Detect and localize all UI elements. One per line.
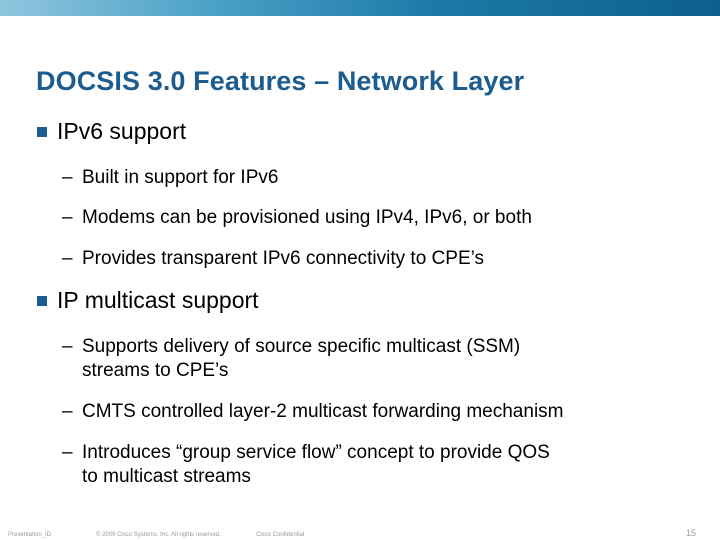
sub-bullet-text: Provides transparent IPv6 connectivity t… xyxy=(82,248,485,269)
sub-bullet-text: Modems can be provisioned using IPv4, IP… xyxy=(82,207,532,228)
bullet-text: IP multicast support xyxy=(57,287,259,313)
slide-title: DOCSIS 3.0 Features – Network Layer xyxy=(36,66,525,96)
dash-marker: – xyxy=(62,442,73,463)
dash-marker: – xyxy=(62,401,73,422)
sub-bullet: –Built in support for IPv6 xyxy=(62,166,278,190)
sub-bullet: –CMTS controlled layer-2 multicast forwa… xyxy=(62,400,564,424)
page-number: 15 xyxy=(686,528,697,538)
dash-marker: – xyxy=(62,336,73,357)
bullet-square-icon xyxy=(37,295,47,306)
bullet-text: IPv6 support xyxy=(57,118,187,144)
dash-marker: – xyxy=(62,167,73,188)
footer-copyright: © 2006 Cisco Systems, Inc. All rights re… xyxy=(96,532,221,538)
sub-bullet: –Introduces “group service flow” concept… xyxy=(62,441,550,489)
bullet-ipv6: IPv6 support xyxy=(36,118,186,145)
bullet-multicast: IP multicast support xyxy=(36,287,259,314)
sub-bullet: –Provides transparent IPv6 connectivity … xyxy=(62,247,484,271)
footer-presentation-id: Presentation_ID xyxy=(8,532,52,538)
sub-bullet-text: Built in support for IPv6 xyxy=(82,167,279,188)
top-accent-bar xyxy=(0,0,720,16)
dash-marker: – xyxy=(62,207,73,228)
bullet-square-icon xyxy=(37,126,47,137)
dash-marker: – xyxy=(62,248,73,269)
sub-bullet-continuation: to multicast streams xyxy=(82,466,251,487)
sub-bullet-text: CMTS controlled layer-2 multicast forwar… xyxy=(82,401,564,422)
sub-bullet: –Modems can be provisioned using IPv4, I… xyxy=(62,206,532,230)
sub-bullet: –Supports delivery of source specific mu… xyxy=(62,335,520,383)
sub-bullet-text: Supports delivery of source specific mul… xyxy=(82,336,521,357)
footer-confidential: Cisco Confidential xyxy=(256,532,305,538)
sub-bullet-text: Introduces “group service flow” concept … xyxy=(82,442,550,463)
sub-bullet-continuation: streams to CPE’s xyxy=(82,360,229,381)
